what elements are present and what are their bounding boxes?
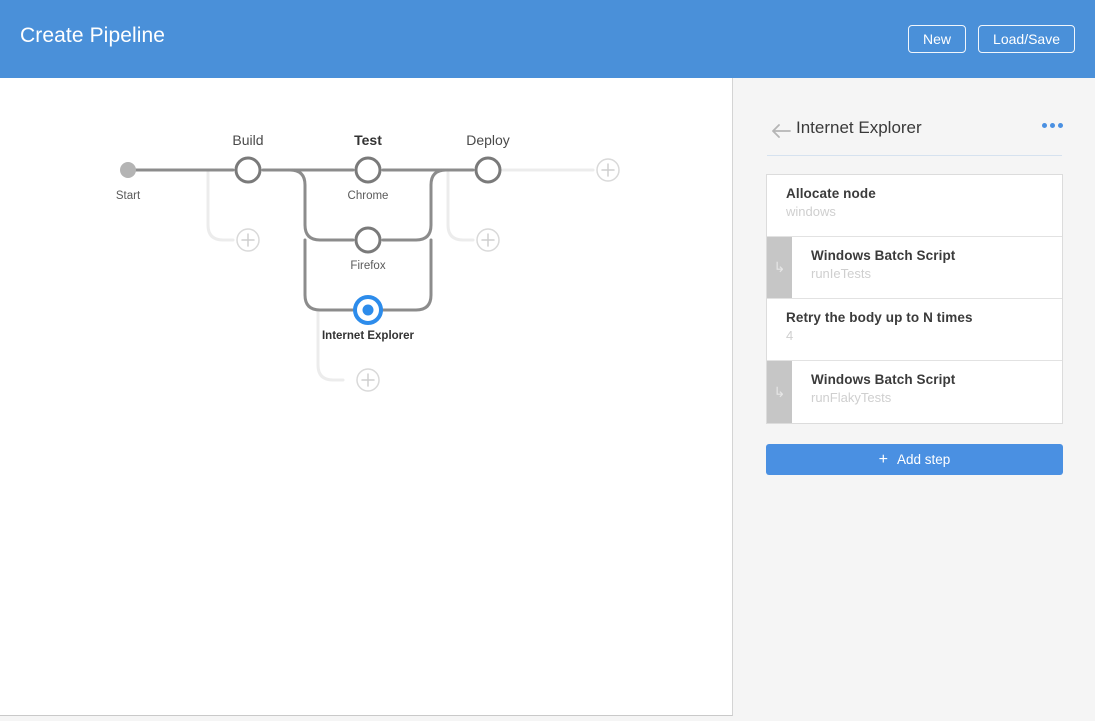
step-title: Retry the body up to N times xyxy=(786,310,973,325)
ghost-line-deploy xyxy=(446,168,475,242)
step-item-retry-body[interactable]: Retry the body up to N times 4 xyxy=(767,299,1062,361)
start-node xyxy=(120,162,136,178)
step-value: windows xyxy=(786,204,836,219)
ghost-line-test xyxy=(316,308,345,382)
top-bar-actions: New Load/Save xyxy=(908,25,1075,53)
page-title: Create Pipeline xyxy=(20,24,166,47)
branch-node-firefox xyxy=(354,226,382,254)
nested-arrow-icon: ↳ xyxy=(767,361,792,423)
panel-header-divider xyxy=(767,118,1062,156)
join-right-firefox xyxy=(381,168,448,242)
step-title: Windows Batch Script xyxy=(811,248,956,263)
arrow-left-icon[interactable] xyxy=(770,120,792,142)
step-value: 4 xyxy=(786,328,794,343)
plus-icon: + xyxy=(878,450,889,468)
new-button[interactable]: New xyxy=(908,25,967,53)
stage-node-deploy xyxy=(474,156,502,184)
details-panel: Internet Explorer Allocate node windows … xyxy=(734,78,1095,721)
step-item-windows-batch-script-2[interactable]: ↳ Windows Batch Script runFlakyTests xyxy=(767,361,1062,423)
panel-title: Internet Explorer xyxy=(796,118,922,137)
add-parallel-branch-test xyxy=(356,368,380,392)
fork-left-ie xyxy=(303,238,355,312)
load-save-button[interactable]: Load/Save xyxy=(978,25,1075,53)
more-options-icon[interactable] xyxy=(1042,123,1063,128)
step-value: runIeTests xyxy=(811,266,871,281)
step-title: Windows Batch Script xyxy=(811,372,956,387)
pipeline-graph xyxy=(120,156,620,392)
branch-label-internet-explorer[interactable]: Internet Explorer xyxy=(321,330,415,342)
add-step-label: Add step xyxy=(897,452,951,467)
pipeline-canvas[interactable]: Build Test Deploy Start Chrome Firefox I… xyxy=(0,78,733,716)
add-button-group xyxy=(236,158,620,392)
branch-label-firefox[interactable]: Firefox xyxy=(350,260,386,272)
add-parallel-branch-build xyxy=(236,228,260,252)
top-bar: Create Pipeline New Load/Save xyxy=(0,0,1095,78)
step-item-windows-batch-script-1[interactable]: ↳ Windows Batch Script runIeTests xyxy=(767,237,1062,299)
stage-label-deploy[interactable]: Deploy xyxy=(466,132,510,148)
step-list: Allocate node windows ↳ Windows Batch Sc… xyxy=(766,174,1063,424)
ghost-line-build xyxy=(206,168,235,242)
step-item-allocate-node[interactable]: Allocate node windows xyxy=(767,175,1062,237)
branch-node-internet-explorer-dot xyxy=(362,304,374,316)
step-title: Allocate node xyxy=(786,186,876,201)
stage-node-build xyxy=(234,156,262,184)
start-node-label: Start xyxy=(115,190,141,202)
branch-label-chrome[interactable]: Chrome xyxy=(347,190,389,202)
add-parallel-branch-deploy xyxy=(476,228,500,252)
add-stage-after-deploy xyxy=(596,158,620,182)
join-right-ie xyxy=(381,238,433,312)
step-value: runFlakyTests xyxy=(811,390,892,405)
stage-node-test xyxy=(354,156,382,184)
stage-label-build[interactable]: Build xyxy=(232,132,264,148)
add-step-button[interactable]: + Add step xyxy=(766,444,1063,475)
fork-left-firefox xyxy=(288,168,355,242)
nested-arrow-icon: ↳ xyxy=(767,237,792,298)
stage-label-test[interactable]: Test xyxy=(354,132,382,148)
